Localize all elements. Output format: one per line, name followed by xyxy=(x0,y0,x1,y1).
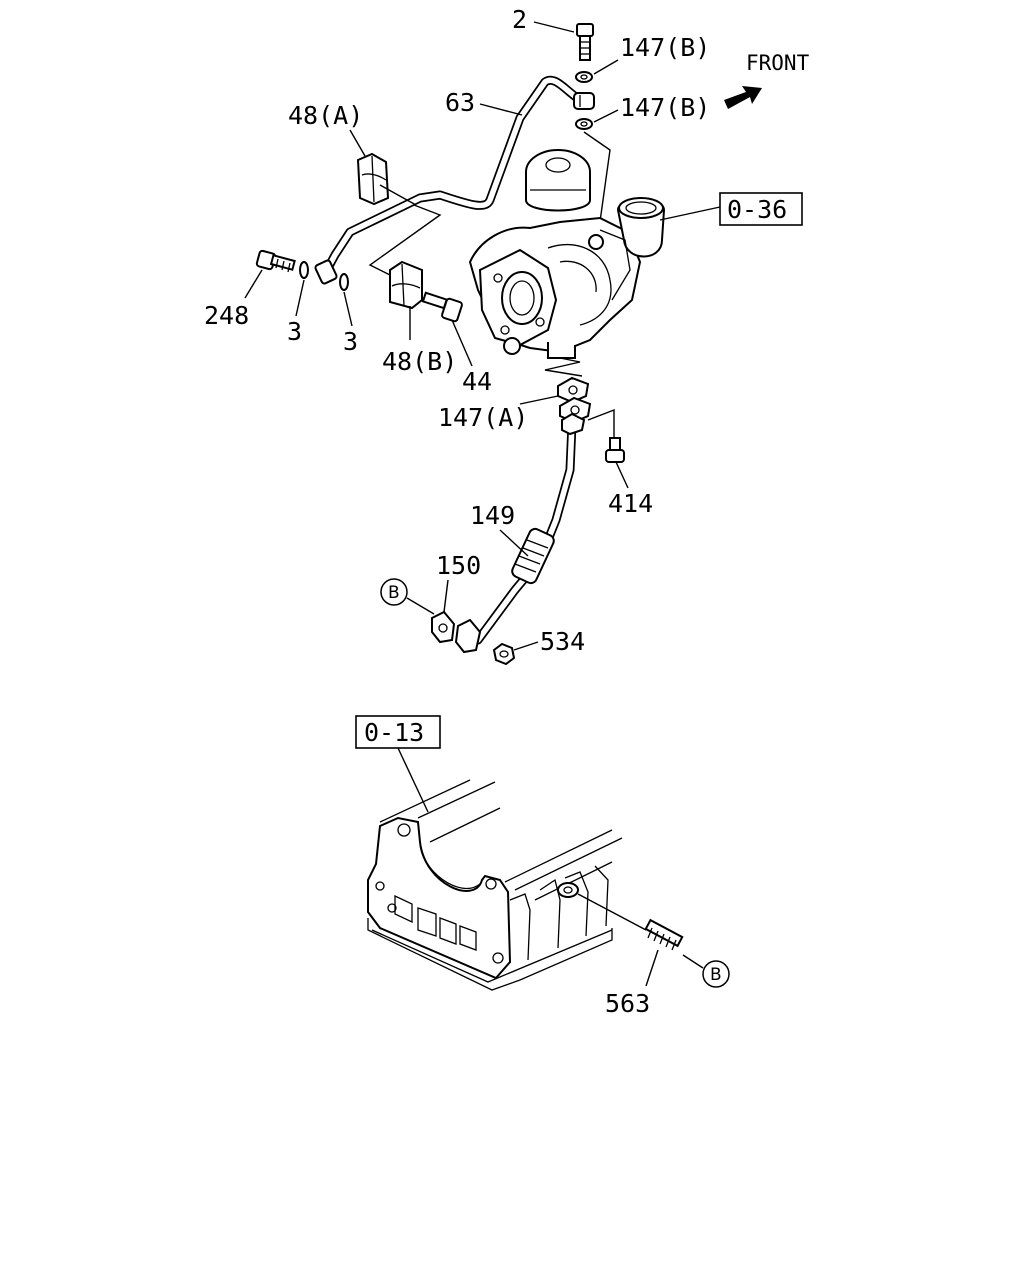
turbocharger xyxy=(468,149,666,359)
rubber-hose-section xyxy=(511,527,555,585)
clip-48b xyxy=(389,260,423,340)
connector-b-right-text: B xyxy=(710,965,722,985)
label-414: 414 xyxy=(608,489,653,518)
label-48b: 48(B) xyxy=(382,347,457,376)
ref-turbo-text: 0-36 xyxy=(727,195,787,224)
washer-147b-top xyxy=(575,71,593,83)
washer-3-left xyxy=(299,261,309,279)
label-48a: 48(A) xyxy=(288,101,363,130)
label-149: 149 xyxy=(470,501,515,530)
front-label: FRONT xyxy=(746,51,810,75)
oil-feed-pipe-63 xyxy=(314,75,595,285)
label-248: 248 xyxy=(204,301,249,330)
connector-b-right: B xyxy=(682,954,730,988)
bolt-44 xyxy=(421,291,473,367)
stud-563 xyxy=(644,918,684,987)
bolt-248 xyxy=(244,249,296,299)
washer-3-right xyxy=(339,273,349,291)
ref-box-turbo: 0-36 xyxy=(659,192,803,226)
label-147b-top: 147(B) xyxy=(620,33,710,62)
oil-return-pipe-149 xyxy=(454,412,586,654)
label-3-left: 3 xyxy=(287,317,302,346)
washer-147b-mid xyxy=(575,118,593,130)
label-44: 44 xyxy=(462,367,492,396)
gasket-147a xyxy=(519,376,592,424)
label-563: 563 xyxy=(605,989,650,1018)
clip-48a xyxy=(349,129,417,206)
ref-box-oil-pan: 0-13 xyxy=(355,715,441,813)
connector-b-left-text: B xyxy=(388,583,400,603)
front-indicator: FRONT xyxy=(724,51,810,109)
label-147b-mid: 147(B) xyxy=(620,93,710,122)
label-534: 534 xyxy=(540,627,585,656)
label-63: 63 xyxy=(445,88,475,117)
label-2: 2 xyxy=(512,5,527,34)
front-arrow-icon xyxy=(724,86,762,109)
label-3-right: 3 xyxy=(343,327,358,356)
label-147a: 147(A) xyxy=(438,403,528,432)
cylinder-block-oil-pan xyxy=(367,779,647,991)
gasket-150 xyxy=(431,579,456,644)
label-150: 150 xyxy=(436,551,481,580)
nut-534 xyxy=(492,641,539,666)
ref-oil-pan-text: 0-13 xyxy=(364,718,424,747)
connector-b-left: B xyxy=(380,578,435,615)
bolt-2 xyxy=(576,23,594,61)
bolt-414 xyxy=(587,408,629,489)
